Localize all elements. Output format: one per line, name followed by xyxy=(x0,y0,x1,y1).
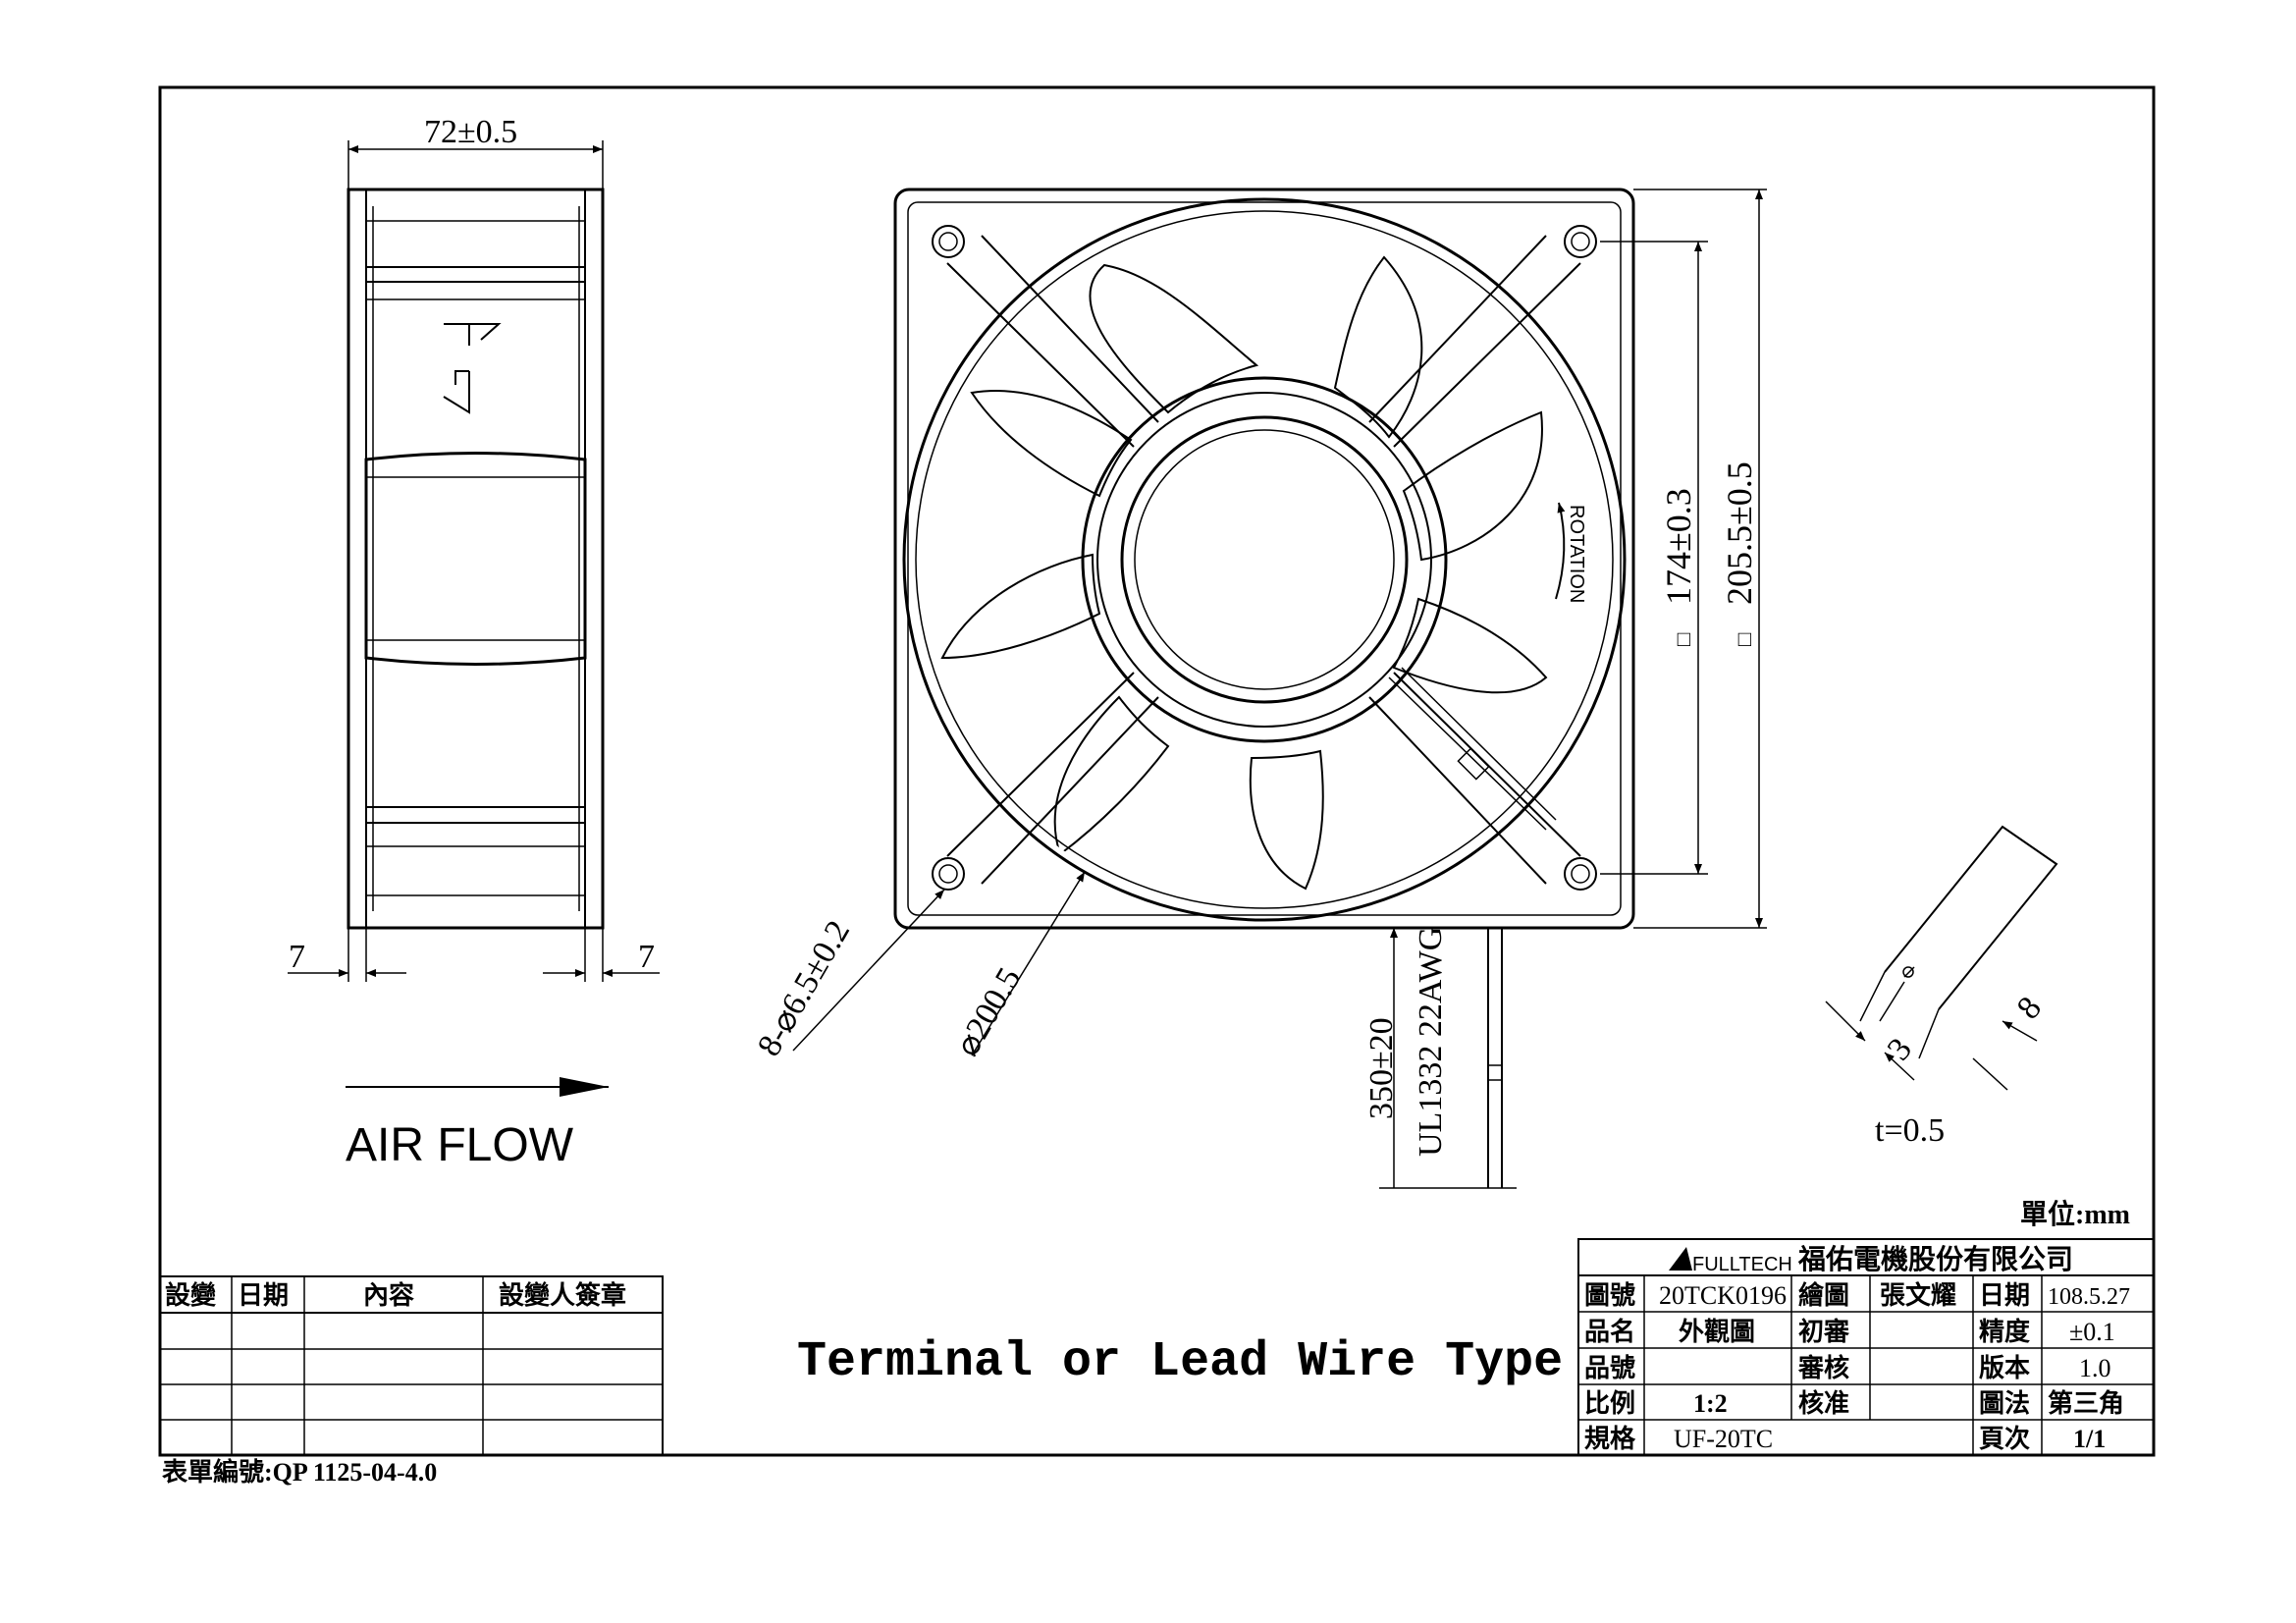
rev-header-content: 內容 xyxy=(363,1280,414,1310)
drawn-by: 張文耀 xyxy=(1880,1280,1956,1310)
side-right-flange-dim: 7 xyxy=(638,939,655,975)
frame-size-dim: 205.5±0.5 xyxy=(1720,461,1759,605)
company-name: 福佑電機股份有限公司 xyxy=(1797,1244,2073,1275)
precision-label: 精度 xyxy=(1979,1317,2030,1346)
wire-spec: UL1332 22AWG xyxy=(1413,927,1449,1157)
drawing-title: Terminal or Lead Wire Type xyxy=(797,1334,1563,1390)
frame-size-symbol: □ xyxy=(1732,633,1756,646)
drawing-border xyxy=(158,85,2156,1457)
spec-value: UF-20TC xyxy=(1674,1425,1773,1453)
part-no-label: 品號 xyxy=(1584,1354,1635,1382)
side-left-flange-dim: 7 xyxy=(289,939,305,975)
logo-text: FULLTECH xyxy=(1692,1254,1792,1275)
mount-holes-dim: 8-⌀6.5±0.2 xyxy=(751,914,857,1062)
page-value: 1/1 xyxy=(2073,1425,2106,1453)
scale-value: 1:2 xyxy=(1693,1389,1728,1418)
projection-label: 圖法 xyxy=(1979,1389,2030,1418)
side-width-dim: 72±0.5 xyxy=(424,114,517,150)
terminal-thickness: t=0.5 xyxy=(1875,1112,1945,1149)
terminal-slot-dim: 3 xyxy=(1881,1031,1919,1067)
drawing-no: 20TCK0196 xyxy=(1659,1281,1787,1310)
airflow-label: AIR FLOW xyxy=(346,1119,574,1171)
rev-header-date: 日期 xyxy=(238,1281,289,1310)
version-label: 版本 xyxy=(1978,1354,2030,1382)
rotation-label: ROTATION xyxy=(1566,505,1587,603)
part-name: 外觀圖 xyxy=(1679,1318,1755,1346)
terminal-width-dim: 8 xyxy=(2010,990,2049,1026)
rev-header-change: 設變 xyxy=(165,1280,217,1310)
approve-label: 核准 xyxy=(1798,1388,1849,1418)
form-number: 表單編號:QP 1125-04-4.0 xyxy=(162,1457,437,1487)
drawing-no-label: 圖號 xyxy=(1584,1281,1635,1310)
hole-spacing-dim: 174±0.3 xyxy=(1659,488,1698,605)
fulltech-logo-icon xyxy=(1669,1247,1692,1271)
front-view: ROTATION □ 174±0.3 □ 205.5±0.5 8-⌀6.5±0.… xyxy=(751,188,1767,1189)
unit-label: 單位:mm xyxy=(2020,1198,2130,1230)
first-review-label: 初審 xyxy=(1798,1318,1850,1346)
date-value: 108.5.27 xyxy=(2048,1284,2130,1310)
drawn-label: 繪圖 xyxy=(1798,1280,1849,1310)
rev-header-signature: 設變人簽章 xyxy=(499,1280,626,1310)
spec-label: 規格 xyxy=(1584,1424,1636,1453)
precision-value: ±0.1 xyxy=(2069,1318,2115,1346)
wire-length-dim: 350±20 xyxy=(1363,1017,1400,1119)
version-value: 1.0 xyxy=(2079,1354,2111,1382)
revision-table: 設變 日期 內容 設變人簽章 xyxy=(159,1275,664,1456)
projection-value: 第三角 xyxy=(2048,1388,2124,1418)
date-label: 日期 xyxy=(1979,1281,2030,1310)
scale-label: 比例 xyxy=(1584,1389,1635,1418)
part-name-label: 品名 xyxy=(1584,1317,1635,1346)
side-view: 72±0.5 7 7 AIR FLOW xyxy=(288,114,660,1171)
shroud-diameter-dim: ⌀200.5 xyxy=(949,962,1029,1062)
title-block: FULLTECH 福佑電機股份有限公司 圖號 20TCK0196 繪圖 張文耀 … xyxy=(1577,1238,2155,1456)
hole-spacing-symbol: □ xyxy=(1671,633,1695,646)
review-label: 審核 xyxy=(1797,1353,1849,1382)
page-label: 頁次 xyxy=(1979,1425,2030,1453)
terminal-detail: 3 8 t=0.5 xyxy=(1825,825,2058,1149)
rotation-arrow-icon xyxy=(1555,502,1566,600)
mount-hole-icon xyxy=(932,225,1597,891)
